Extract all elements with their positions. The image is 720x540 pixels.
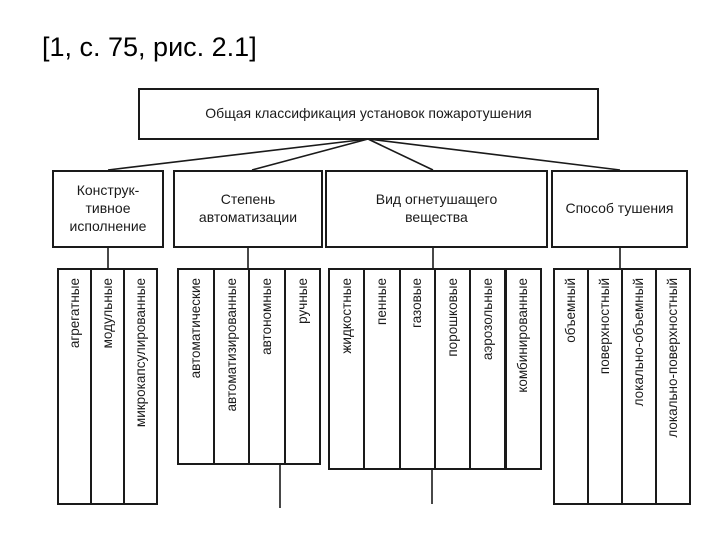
leaf-label: комбинированные: [515, 278, 531, 393]
category-label: Вид огнетушащего вещества: [375, 191, 498, 225]
figure-reference: [1, с. 75, рис. 2.1]: [42, 32, 257, 62]
leaf-box: пенные: [363, 268, 401, 470]
leaf-box: агрегатные: [57, 268, 92, 505]
leaf-label: модульные: [99, 278, 115, 349]
category-box-3: Вид огнетушащего вещества: [325, 170, 548, 248]
leaf-label: агрегатные: [66, 278, 82, 349]
leaf-label: локально-поверхностный: [665, 278, 681, 438]
leaf-label: жидкостные: [338, 278, 354, 354]
category-box-4: Способ тушения: [551, 170, 688, 248]
connector-root-cat-3: [367, 138, 434, 171]
category-label: Способ тушения: [565, 200, 674, 217]
leaf-box: порошковые: [433, 268, 472, 470]
leaf-label: автономные: [259, 278, 274, 355]
leaf-box: аэрозольные: [469, 268, 507, 470]
leaf-box: микрокапсулированные: [123, 268, 158, 505]
category-label: Конструк- тивное исполнение: [69, 182, 147, 234]
category-box-2: Степень автоматизации: [173, 170, 323, 248]
leaf-box: локально-поверхностный: [655, 268, 691, 505]
leaf-label: объемный: [563, 278, 579, 343]
root-label: Общая классификация установок пожаротуше…: [205, 105, 532, 122]
leaf-label: автоматизированные: [223, 278, 239, 412]
leaf-label: локально-объемный: [631, 278, 647, 407]
leaf-box: комбинированные: [504, 268, 542, 470]
leaf-label: ручные: [294, 278, 310, 324]
leaf-box: поверхностный: [587, 268, 623, 505]
connector-root-cat-1: [107, 138, 369, 171]
leaf-label: поверхностный: [597, 278, 613, 375]
category-label: Степень автоматизации: [198, 191, 298, 225]
leaf-box: автоматические: [177, 268, 215, 465]
leaf-label: микрокапсулированные: [132, 278, 148, 428]
leaf-box: автоматизированные: [212, 268, 250, 465]
category-box-1: Конструк- тивное исполнение: [52, 170, 164, 248]
leaf-label: аэрозольные: [480, 278, 496, 361]
leaf-label: пенные: [374, 278, 390, 325]
leaf-label: автоматические: [188, 278, 203, 379]
connector-root-cat-4: [367, 138, 621, 171]
leaf-box: модульные: [90, 268, 125, 505]
leaf-box: газовые: [398, 268, 436, 470]
leaf-label: порошковые: [444, 278, 460, 357]
leaf-label: газовые: [409, 278, 425, 328]
leaf-box: автономные: [248, 268, 286, 465]
connector-root-cat-2: [251, 138, 369, 171]
leaf-box: локально-объемный: [621, 268, 657, 505]
root-box: Общая классификация установок пожаротуше…: [138, 88, 599, 140]
leaf-box: объемный: [553, 268, 589, 505]
leaf-box: ручные: [283, 268, 321, 465]
leaf-box: жидкостные: [328, 268, 366, 470]
